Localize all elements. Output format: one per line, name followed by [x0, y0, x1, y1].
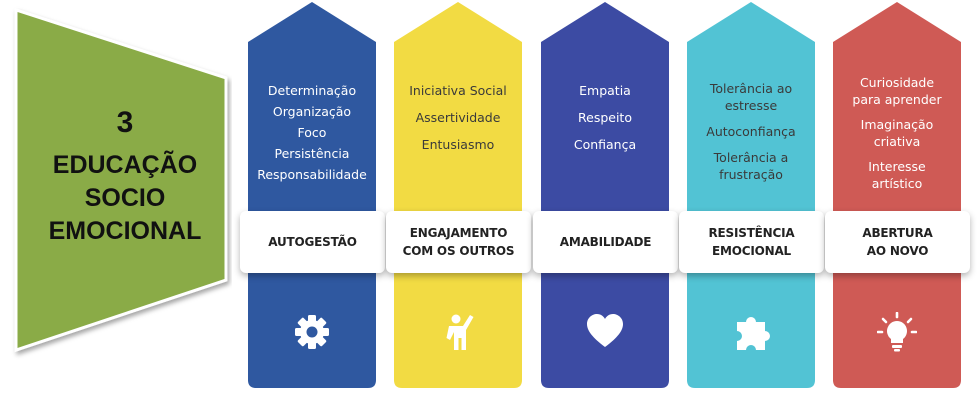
- list-item: Tolerância a frustração: [713, 150, 789, 182]
- column-background: [833, 2, 961, 388]
- column-items: Tolerância ao estresse Autoconfiança Tol…: [687, 80, 815, 187]
- section-title-line-1: EDUCAÇÃO: [52, 151, 198, 179]
- category-label-box: ABERTURA AO NOVO: [825, 211, 970, 273]
- list-item: Curiosidade para aprender: [852, 75, 942, 107]
- list-item: Foco: [297, 125, 327, 140]
- list-item: Confiança: [573, 137, 637, 152]
- heart-icon: [587, 314, 623, 347]
- person-raising-hand-icon: [446, 314, 474, 350]
- column-background: [248, 2, 376, 388]
- list-item: Determinação: [267, 83, 357, 98]
- list-item: Tolerância ao estresse: [709, 81, 793, 113]
- category-label-box: AUTOGESTÃO: [240, 211, 385, 273]
- column-items: Empatia Respeito Confiança: [541, 82, 669, 163]
- column-abertura: Curiosidade para aprender Imaginação cri…: [825, 0, 970, 390]
- list-item: Empatia: [579, 83, 631, 98]
- column-items: Iniciativa Social Assertividade Entusias…: [394, 82, 522, 163]
- left-banner-shape: [14, 7, 228, 353]
- category-label-box: AMABILIDADE: [533, 211, 678, 273]
- list-item: Persistência: [274, 146, 350, 161]
- puzzle-piece-icon: [737, 317, 770, 350]
- list-item: Organização: [272, 104, 352, 119]
- list-item: Respeito: [578, 110, 632, 125]
- list-item: Imaginação criativa: [860, 117, 934, 149]
- category-label-box: ENGAJAMENTO COM OS OUTROS: [386, 211, 531, 273]
- category-label: ENGAJAMENTO COM OS OUTROS: [402, 226, 515, 258]
- gear-icon: [295, 315, 329, 349]
- left-banner-text: 3 EDUCAÇÃO SOCIO EMOCIONAL: [40, 105, 210, 248]
- section-title-line-2: SOCIO: [84, 184, 166, 212]
- list-item: Entusiasmo: [421, 137, 495, 152]
- category-label: ABERTURA AO NOVO: [862, 226, 933, 258]
- category-label-box: RESISTÊNCIA EMOCIONAL: [679, 211, 824, 273]
- column-resistencia: Tolerância ao estresse Autoconfiança Tol…: [679, 0, 824, 390]
- column-amabilidade: Empatia Respeito Confiança AMABILIDADE: [533, 0, 678, 390]
- list-item: Interesse artístico: [868, 159, 926, 191]
- column-engajamento: Iniciativa Social Assertividade Entusias…: [386, 0, 531, 390]
- lightbulb-icon: [877, 312, 917, 352]
- list-item: Iniciativa Social: [409, 83, 507, 98]
- section-number: 3: [116, 106, 134, 139]
- list-item: Responsabilidade: [257, 167, 367, 182]
- column-items: Determinação Organização Foco Persistênc…: [248, 82, 376, 187]
- list-item: Autoconfiança: [706, 124, 796, 139]
- category-label: AMABILIDADE: [559, 235, 652, 249]
- list-item: Assertividade: [415, 110, 501, 125]
- column-background: [687, 2, 815, 388]
- column-background: [394, 2, 522, 388]
- category-label: AUTOGESTÃO: [268, 235, 357, 249]
- column-autogestao: Determinação Organização Foco Persistênc…: [240, 0, 385, 390]
- section-title-line-3: EMOCIONAL: [48, 217, 202, 245]
- category-label: RESISTÊNCIA EMOCIONAL: [708, 226, 795, 258]
- column-items: Curiosidade para aprender Imaginação cri…: [833, 74, 961, 196]
- column-background: [541, 2, 669, 388]
